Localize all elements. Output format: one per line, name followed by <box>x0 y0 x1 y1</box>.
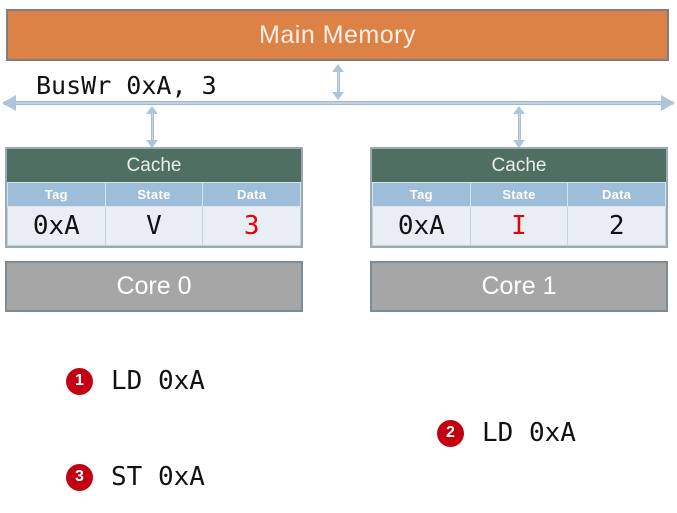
connector-bus-to-cache1-icon <box>513 106 526 148</box>
bus-arrow-right-icon <box>661 95 675 111</box>
arrowhead-up-icon <box>513 106 525 114</box>
cache0-cell-tag: 0xA <box>7 206 106 246</box>
core0-label: Core 0 <box>116 272 192 300</box>
cache0-cell-data: 3 <box>202 206 301 246</box>
bus-line <box>4 101 673 105</box>
instruction-text-1: LD 0xA <box>111 366 205 396</box>
core-block-1: Core 1 <box>370 261 668 312</box>
instruction-item-2: 2 LD 0xA <box>437 418 576 448</box>
cache1-cell-state: I <box>469 206 569 246</box>
connector-bus-to-cache0-icon <box>146 106 159 148</box>
instruction-badge-1: 1 <box>66 367 93 395</box>
cache1-col-data: Data <box>567 182 666 207</box>
connector-memory-to-bus-icon <box>332 64 345 100</box>
instruction-item-1: 1 LD 0xA <box>66 366 205 396</box>
cache1-col-tag: Tag <box>372 182 471 207</box>
main-memory-label: Main Memory <box>259 20 416 49</box>
cache1-col-state: State <box>469 182 569 207</box>
main-memory-block: Main Memory <box>6 9 669 61</box>
arrowhead-up-icon <box>332 64 344 72</box>
cache0-title: Cache <box>7 149 301 182</box>
core1-label: Core 1 <box>481 272 557 300</box>
connector-shaft <box>151 113 154 141</box>
cache0-data-row: 0xA V 3 <box>7 206 301 246</box>
cache-block-core0: Cache Tag State Data 0xA V 3 <box>5 147 303 248</box>
instruction-badge-2: 2 <box>437 419 464 447</box>
cache-block-core1: Cache Tag State Data 0xA I 2 <box>370 147 668 248</box>
instruction-item-3: 3 ST 0xA <box>66 462 205 492</box>
cache1-header-row: Tag State Data <box>372 182 666 207</box>
cache1-cell-tag: 0xA <box>372 206 471 246</box>
arrowhead-down-icon <box>146 140 158 148</box>
instruction-badge-3: 3 <box>66 463 93 491</box>
cache1-table: Tag State Data 0xA I 2 <box>372 182 666 246</box>
connector-shaft <box>337 71 340 93</box>
cache0-cell-state: V <box>104 206 204 246</box>
cache0-header-row: Tag State Data <box>7 182 301 207</box>
cache1-data-row: 0xA I 2 <box>372 206 666 246</box>
arrowhead-down-icon <box>513 140 525 148</box>
cache1-cell-data: 2 <box>567 206 666 246</box>
arrowhead-down-icon <box>332 92 344 100</box>
cache0-title-label: Cache <box>126 154 182 176</box>
bus-arrow-left-icon <box>2 95 16 111</box>
cache0-col-state: State <box>104 182 204 207</box>
instruction-text-3: ST 0xA <box>111 462 205 492</box>
cache0-col-data: Data <box>202 182 301 207</box>
cache1-title: Cache <box>372 149 666 182</box>
bus-transaction-label: BusWr 0xA, 3 <box>36 71 217 100</box>
cache0-col-tag: Tag <box>7 182 106 207</box>
instruction-text-2: LD 0xA <box>482 418 576 448</box>
cache0-table: Tag State Data 0xA V 3 <box>7 182 301 246</box>
arrowhead-up-icon <box>146 106 158 114</box>
connector-shaft <box>518 113 521 141</box>
cache1-title-label: Cache <box>491 154 547 176</box>
core-block-0: Core 0 <box>5 261 303 312</box>
